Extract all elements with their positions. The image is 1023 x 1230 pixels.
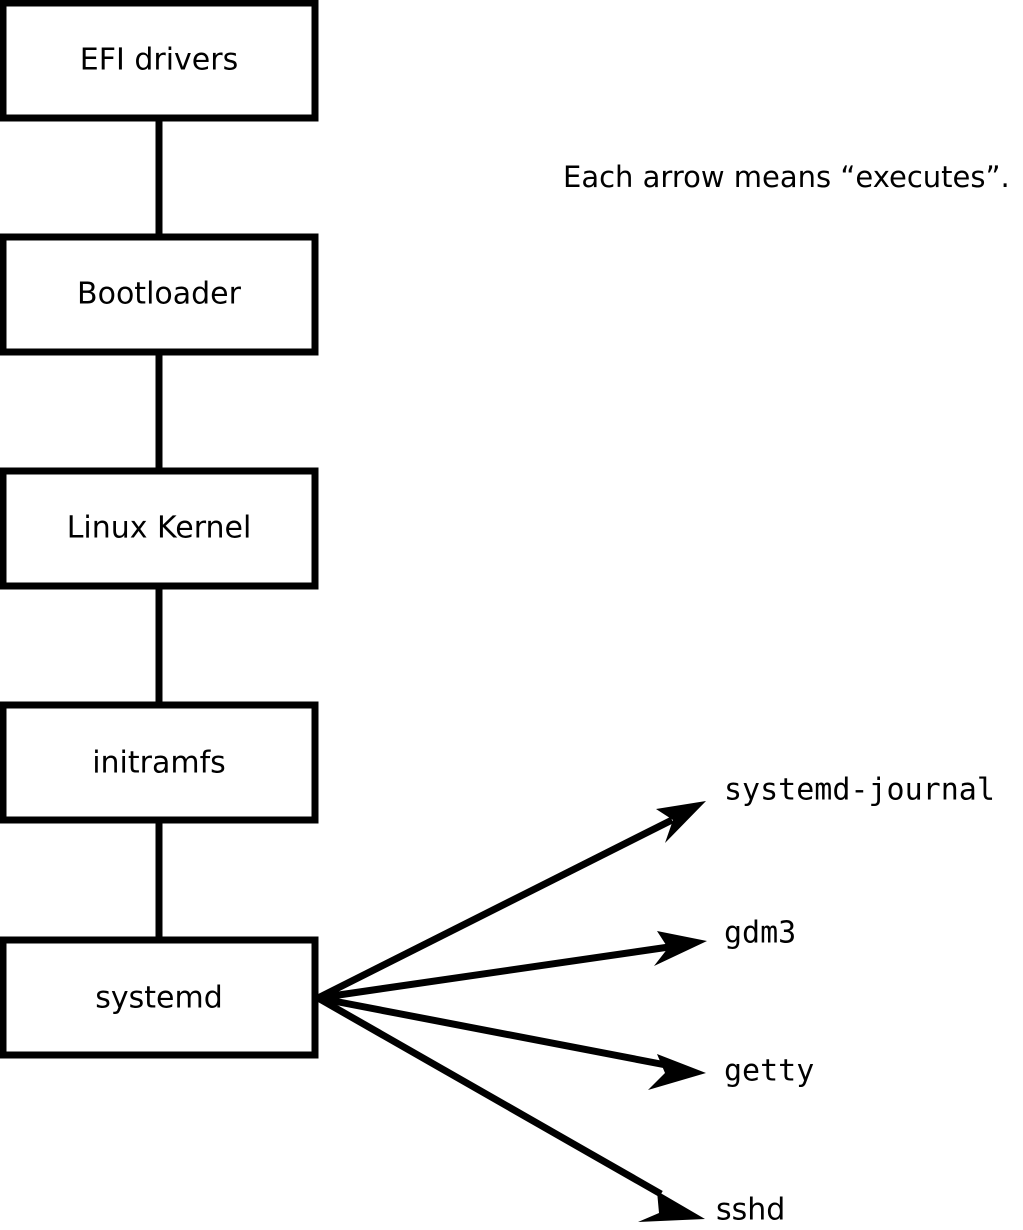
box-efi-drivers[interactable]: EFI drivers — [0, 0, 319, 122]
service-label-gdm3: gdm3 — [724, 916, 796, 951]
box-initramfs-label: initramfs — [92, 746, 226, 781]
service-label-systemd-journal: systemd-journal — [724, 773, 995, 808]
box-efi-drivers-label: EFI drivers — [80, 43, 238, 78]
arrow-systemd-to-getty — [317, 994, 706, 1090]
legend-caption: Each arrow means “executes”. — [563, 160, 1010, 194]
arrow-systemd-to-sshd-head — [638, 1191, 705, 1222]
arrow-systemd-to-sshd — [316, 994, 705, 1222]
service-label-getty: getty — [724, 1054, 814, 1089]
arrow-systemd-to-gdm3-head — [654, 931, 707, 966]
box-initramfs-rect — [0, 701, 319, 824]
box-systemd-label: systemd — [95, 981, 223, 1016]
arrow-systemd-to-gdm3 — [317, 931, 707, 1002]
arrow-systemd-to-systemd-journal-head — [656, 801, 706, 843]
arrow-systemd-to-getty-line — [317, 994, 667, 1069]
box-systemd[interactable]: systemd — [0, 936, 319, 1059]
arrow-systemd-to-getty-head — [648, 1054, 706, 1090]
box-bootloader[interactable]: Bootloader — [0, 233, 319, 356]
box-linux-kernel[interactable]: Linux Kernel — [0, 467, 319, 590]
service-label-sshd: sshd — [716, 1193, 785, 1228]
arrow-systemd-to-gdm3-line — [317, 943, 670, 1002]
box-initramfs[interactable]: initramfs — [0, 701, 319, 824]
arrow-systemd-to-sshd-line — [316, 994, 663, 1198]
arrow-systemd-to-systemd-journal — [316, 801, 706, 1002]
arrow-systemd-to-systemd-journal-line — [316, 816, 674, 1002]
box-systemd-rect — [0, 936, 319, 1059]
box-linux-kernel-label: Linux Kernel — [67, 511, 252, 546]
box-bootloader-label: Bootloader — [77, 277, 242, 312]
